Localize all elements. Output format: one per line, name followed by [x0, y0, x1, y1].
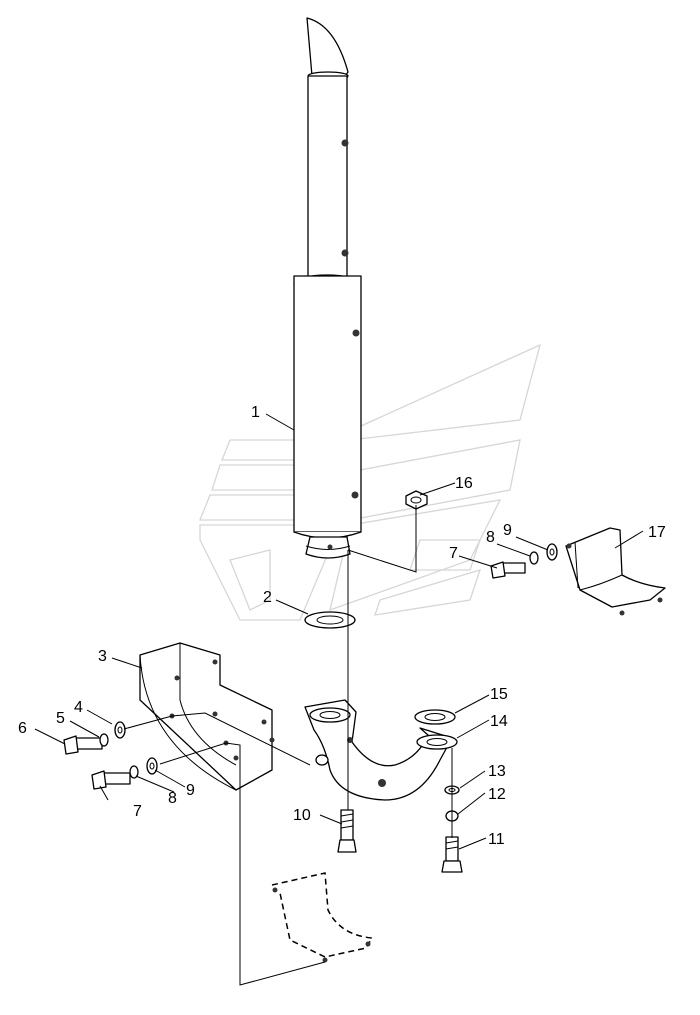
callout-4: 4: [74, 699, 83, 716]
lock-washer-8-right: [529, 551, 539, 565]
callout-12: 12: [488, 786, 506, 803]
callouts: 1 2 3 4 5 6 7 8 9 7 8 9 10 11 12 13 14 1…: [18, 404, 666, 848]
leader-lines: [34, 413, 644, 850]
callout-17: 17: [648, 524, 666, 541]
callout-15: 15: [490, 686, 508, 703]
callout-3: 3: [98, 648, 107, 665]
nut-16: [405, 490, 428, 510]
callout-2: 2: [263, 589, 272, 606]
bolt-11: [441, 836, 463, 873]
bolt-6: [63, 735, 103, 755]
callout-1: 1: [251, 404, 260, 421]
callout-16: 16: [455, 475, 473, 492]
bolt-10: [337, 809, 357, 853]
dashed-bracket: [271, 872, 374, 963]
heat-shield-3: [139, 642, 275, 791]
callout-7-right: 7: [449, 545, 458, 562]
callout-10: 10: [293, 807, 311, 824]
gasket-15: [414, 709, 456, 725]
callout-6: 6: [18, 720, 27, 737]
lock-washer-8-left: [129, 765, 139, 779]
lock-washer-5: [99, 733, 109, 747]
watermark-logo: [199, 343, 541, 621]
callout-14: 14: [490, 713, 508, 730]
callout-9-left: 9: [186, 782, 195, 799]
callout-8-right: 8: [486, 529, 495, 546]
bolt-7-left: [91, 770, 131, 790]
callout-7-left: 7: [133, 803, 142, 820]
washer-9-left: [146, 757, 158, 775]
assembly-lines: [123, 505, 453, 986]
washer-9-right: [546, 543, 558, 561]
callout-8-left: 8: [168, 790, 177, 807]
bolt-7-right: [490, 561, 526, 579]
muffler-stack: [293, 17, 362, 559]
callout-9-right: 9: [503, 522, 512, 539]
heat-shield-17: [565, 527, 666, 616]
exhaust-manifold-14: [304, 699, 458, 801]
callout-5: 5: [56, 710, 65, 727]
callout-13: 13: [488, 763, 506, 780]
washer-4: [114, 721, 126, 739]
gasket-2: [304, 611, 356, 629]
callout-11: 11: [488, 831, 505, 848]
